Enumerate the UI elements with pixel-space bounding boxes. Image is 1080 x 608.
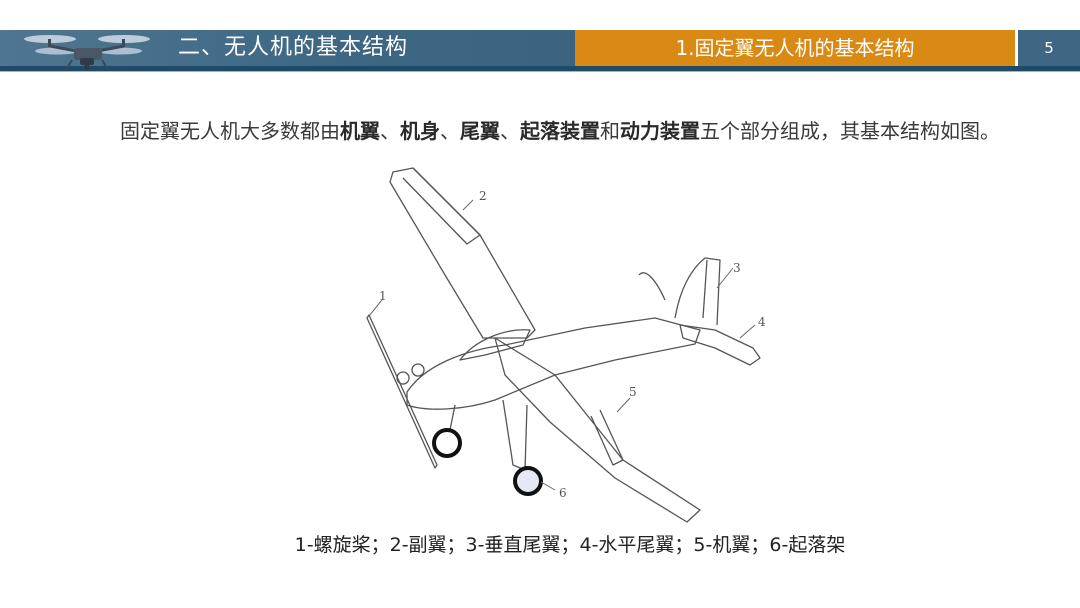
part-fuselage: 机身: [400, 119, 440, 143]
header-underline-thin: [0, 71, 1080, 72]
vertical-tail: [675, 258, 720, 325]
part-landing-gear: 起落装置: [520, 119, 600, 143]
label-5: 5: [629, 385, 637, 399]
intro-text: 固定翼无人机大多数都由: [120, 119, 340, 143]
section-title: 二、无人机的基本结构: [178, 30, 408, 66]
label-6: 6: [559, 486, 567, 500]
header-bar: 二、无人机的基本结构 1.固定翼无人机的基本结构 5: [0, 30, 1080, 66]
separator: 、: [380, 119, 400, 143]
label-4: 4: [758, 315, 766, 329]
part-tail: 尾翼: [460, 119, 500, 143]
part-wing: 机翼: [340, 119, 380, 143]
fixed-wing-diagram: 1 2 3 4 5 6: [355, 160, 775, 530]
front-wheel-icon: [434, 430, 460, 456]
outro-text: 五个部分组成，其基本结构如图。: [700, 119, 1000, 143]
figure-caption: 1-螺旋桨；2-副翼；3-垂直尾翼；4-水平尾翼；5-机翼；6-起落架: [0, 530, 1080, 557]
page-number: 5: [1018, 30, 1080, 66]
label-1: 1: [379, 289, 387, 303]
intro-paragraph: 固定翼无人机大多数都由机翼、机身、尾翼、起落装置和动力装置五个部分组成，其基本结…: [80, 114, 1020, 149]
main-gear-strut: [503, 400, 527, 470]
subsection-title: 1.固定翼无人机的基本结构: [575, 30, 1015, 66]
fuselage: [407, 318, 700, 409]
separator: 和: [600, 119, 620, 143]
drone-logo-icon: [12, 24, 162, 74]
aileron: [403, 168, 480, 244]
separator: 、: [440, 119, 460, 143]
canopy: [460, 330, 530, 360]
upper-wing: [390, 168, 535, 338]
label-3: 3: [733, 261, 741, 275]
separator: 、: [500, 119, 520, 143]
propeller: [367, 315, 437, 468]
flap: [591, 410, 623, 465]
main-wheel-icon: [515, 468, 541, 494]
part-power-unit: 动力装置: [620, 119, 700, 143]
label-2: 2: [479, 189, 487, 203]
